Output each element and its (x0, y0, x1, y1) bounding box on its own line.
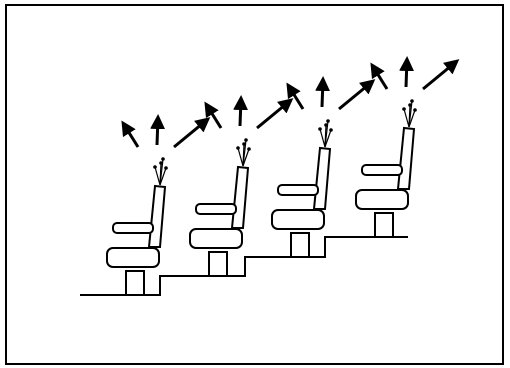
sensor-wire (154, 166, 161, 186)
sensor-tip (318, 127, 322, 131)
upward-arrow (399, 56, 415, 88)
stepped-floor-line (80, 236, 408, 296)
upward-arrow (422, 59, 460, 91)
upward-arrow (173, 117, 211, 149)
sensor-tip (329, 128, 333, 132)
antenna-sensor-icon (402, 99, 417, 128)
theater-seat-4 (355, 56, 460, 238)
sensor-wire (324, 120, 329, 148)
sensor-wire (403, 108, 410, 128)
sensor-wire (408, 100, 413, 128)
theater-seat-1 (106, 114, 211, 296)
diagram-frame (5, 4, 504, 365)
seat-pedestal (374, 212, 394, 238)
seat-armrest (361, 164, 403, 176)
seat-armrest (277, 184, 319, 196)
sensor-tip (326, 119, 330, 123)
upward-arrow (150, 114, 166, 146)
antenna-sensor-icon (236, 138, 251, 167)
sensor-wire (408, 109, 416, 128)
sensor-tip (236, 146, 240, 150)
sensor-wire (159, 158, 164, 186)
upward-arrow (256, 98, 294, 130)
upward-arrow (233, 95, 249, 127)
sensor-tip (153, 165, 157, 169)
seat-pedestal (290, 232, 310, 258)
sensor-tip (402, 107, 406, 111)
seat-armrest (112, 222, 154, 234)
upward-arrow (338, 79, 376, 111)
upward-arrow (204, 101, 223, 129)
sensor-wire (159, 167, 167, 186)
seat-cushion (189, 228, 243, 249)
seat-cushion (106, 247, 160, 268)
seat-cushion (271, 209, 325, 230)
sensor-tip (161, 157, 165, 161)
seat-armrest (195, 203, 237, 215)
sensor-wire (242, 148, 250, 167)
sensor-tip (413, 108, 417, 112)
sensor-wire (242, 139, 247, 167)
sensor-wire (237, 147, 244, 167)
theater-seat-2 (189, 95, 294, 277)
theater-seat-3 (271, 76, 376, 258)
sensor-tip (410, 99, 414, 103)
seat-cushion (355, 189, 409, 210)
seat-pedestal (208, 251, 228, 277)
upward-arrow (315, 76, 331, 108)
sensor-tip (247, 147, 251, 151)
sensor-wire (324, 129, 332, 148)
upward-arrow (286, 82, 305, 110)
sensor-tip (244, 138, 248, 142)
antenna-sensor-icon (153, 157, 168, 186)
upward-arrow (121, 120, 140, 148)
seat-pedestal (125, 270, 145, 296)
sensor-wire (319, 128, 326, 148)
seats-layer (106, 56, 460, 296)
upward-arrow (370, 62, 389, 90)
sensor-tip (164, 166, 168, 170)
antenna-sensor-icon (318, 119, 333, 148)
